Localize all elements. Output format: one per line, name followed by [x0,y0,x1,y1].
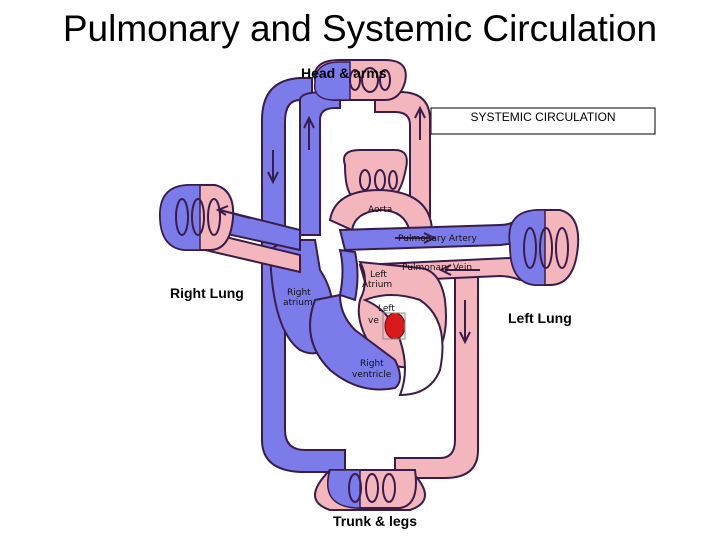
heart-marker [384,312,406,340]
label-right-lung: Right Lung [170,285,244,301]
heart-marker-box [382,312,406,340]
left-lung-capillaries [508,209,580,286]
trunk-legs-capillaries [327,469,417,509]
heart [309,248,447,397]
systemic-circulation-box [430,107,656,135]
flow-arrows [215,105,480,345]
label-pulmonary-artery: Pulmonary Artery [398,234,477,244]
label-right-atrium-1: Right [287,288,311,298]
label-head-arms: Head & arms [301,65,387,81]
label-left-lung: Left Lung [508,310,572,326]
right-lung-capillaries [158,184,235,251]
head-arms-capillaries [313,59,408,201]
diagram-title: Pulmonary and Systemic Circulation [62,8,658,49]
vena-cava-vessels [261,77,346,473]
label-right-ventricle-2: ventricle [352,370,392,380]
label-pulmonary-vein: Pulmonary Vein [402,263,472,273]
label-right-atrium-2: atrium [283,298,313,308]
label-trunk-legs: Trunk & legs [333,513,417,529]
label-left-ventricle-2: ve [368,316,379,326]
label-systemic-circulation: SYSTEMIC CIRCULATION [470,110,615,124]
label-left-atrium-2: Atrium [362,280,392,290]
label-left-ventricle-1: Left [378,304,395,314]
label-aorta: Aorta [368,205,392,215]
label-left-atrium-1: Left [370,270,387,280]
label-right-ventricle-1: Right [360,359,384,369]
